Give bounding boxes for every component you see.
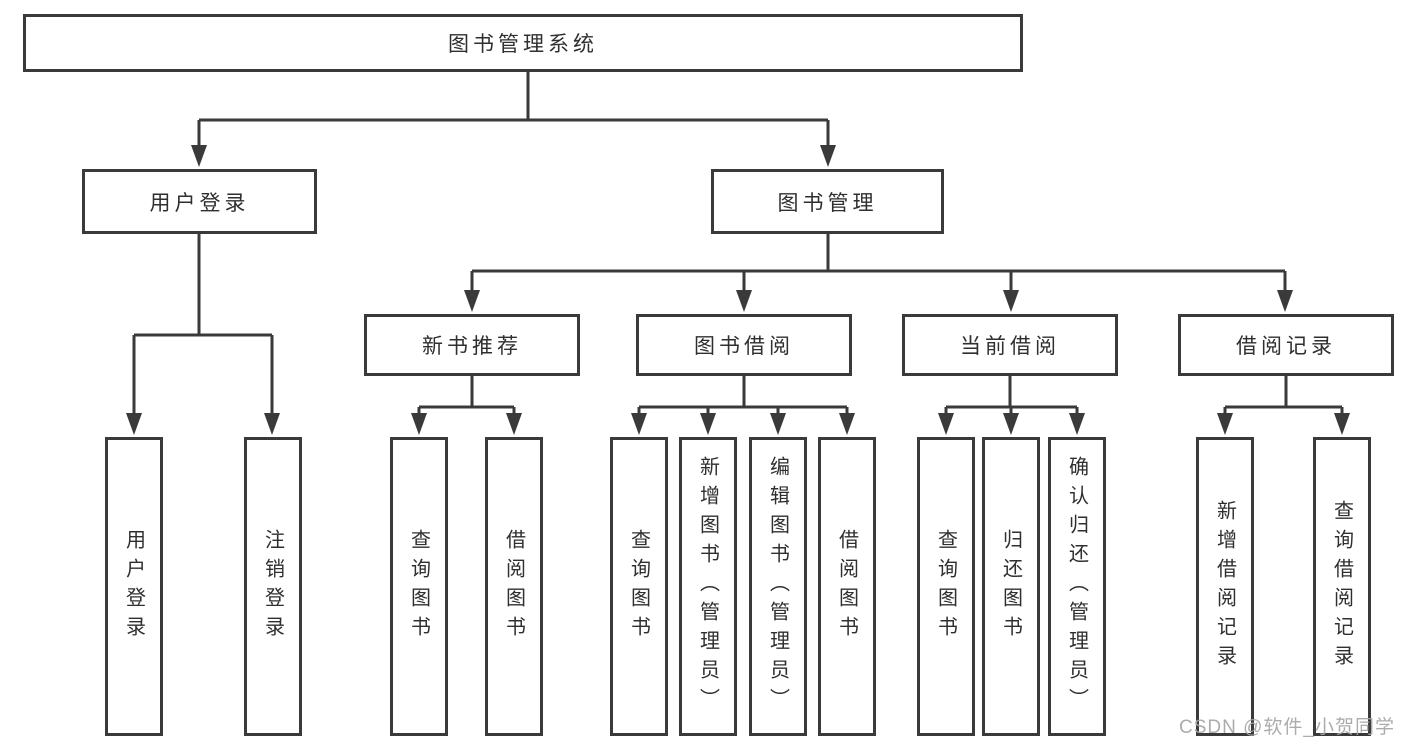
leaf-records-add-record: 新增借阅记录 (1196, 437, 1254, 736)
connector-borrow-to-leaves (631, 376, 855, 435)
leaf-logout: 注销登录 (244, 437, 302, 736)
leaf-current-confirm-return-admin: 确认归还（管理员） (1048, 437, 1106, 736)
node-borrow-records: 借阅记录 (1178, 314, 1394, 376)
leaf-records-query-record: 查询借阅记录 (1313, 437, 1371, 736)
leaf-current-return-books: 归还图书 (982, 437, 1040, 736)
connector-mgmt-to-level3 (464, 234, 1293, 312)
node-book-borrow: 图书借阅 (636, 314, 852, 376)
leaf-recommend-borrow-books: 借阅图书 (485, 437, 543, 736)
connector-current-to-leaves (938, 376, 1085, 435)
leaf-borrow-add-books-admin: 新增图书（管理员） (679, 437, 737, 736)
leaf-borrow-query-books: 查询图书 (610, 437, 668, 736)
connector-recommend-to-leaves (411, 376, 522, 435)
leaf-recommend-query-books: 查询图书 (390, 437, 448, 736)
leaf-current-query-books: 查询图书 (917, 437, 975, 736)
connector-login-to-leaves (126, 234, 280, 435)
leaf-borrow-edit-books-admin: 编辑图书（管理员） (749, 437, 807, 736)
node-root-system: 图书管理系统 (23, 14, 1023, 72)
node-book-management: 图书管理 (711, 169, 944, 234)
connector-root-to-level2 (191, 71, 836, 167)
leaf-user-login: 用户登录 (105, 437, 163, 736)
leaf-borrow-borrow-books: 借阅图书 (818, 437, 876, 736)
connector-records-to-leaves (1217, 376, 1350, 435)
node-user-login: 用户登录 (82, 169, 317, 234)
node-current-borrow: 当前借阅 (902, 314, 1118, 376)
node-new-book-recommend: 新书推荐 (364, 314, 580, 376)
csdn-watermark: CSDN @软件_小贺同学 (1179, 717, 1395, 738)
